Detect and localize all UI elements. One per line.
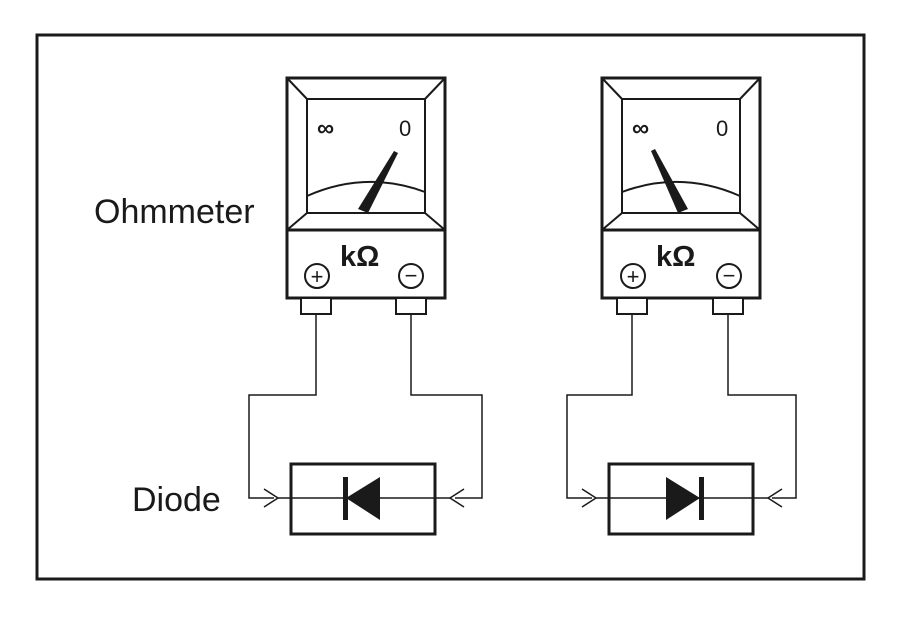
ohmmeter-right: ∞ 0 kΩ + −	[600, 76, 762, 315]
bezel-corner	[601, 212, 623, 231]
meter-needle	[651, 149, 688, 213]
diode-body	[607, 462, 755, 536]
scale-zero-label: 0	[399, 116, 411, 141]
terminal-negative-sign: −	[723, 263, 736, 288]
bezel-corner	[286, 212, 308, 231]
bezel-corner	[739, 212, 761, 231]
diode-cathode-bar	[343, 477, 348, 520]
scale-infinity-label: ∞	[632, 115, 649, 142]
meter-face-outer	[600, 76, 762, 232]
lead-connector-negative	[395, 297, 427, 315]
meter-scale-arc	[621, 180, 741, 197]
ohmmeter-label: Ohmmeter	[94, 193, 255, 231]
lead-connector-negative	[712, 297, 744, 315]
meter-body	[600, 76, 762, 300]
bezel-corner	[601, 77, 623, 100]
outer-frame	[35, 33, 866, 581]
unit-label: kΩ	[656, 241, 695, 273]
diode-triangle	[346, 477, 380, 520]
meter-face-inner	[306, 98, 426, 214]
scale-infinity-label: ∞	[317, 115, 334, 142]
ohmmeter-left: ∞ 0 kΩ + −	[285, 76, 447, 315]
terminal-negative	[716, 263, 742, 289]
wire-negative	[727, 314, 797, 499]
bezel-corner	[424, 212, 446, 231]
terminal-negative-sign: −	[405, 263, 418, 288]
diode-right	[596, 462, 768, 536]
wire-positive	[248, 314, 317, 499]
diode-left	[278, 462, 450, 536]
bezel-corner	[286, 77, 308, 100]
diode-label: Diode	[132, 481, 221, 519]
meter-face-outer	[285, 76, 447, 232]
diode-cathode-bar	[699, 477, 704, 520]
meter-scale-arc	[306, 181, 426, 197]
lead-connector-positive	[616, 297, 648, 315]
meter-face-inner	[621, 98, 741, 214]
lead-connector-positive	[300, 297, 332, 315]
terminal-positive-sign: +	[311, 264, 324, 289]
bezel-corner	[739, 77, 761, 100]
unit-label: kΩ	[340, 241, 379, 273]
terminal-positive	[304, 263, 330, 289]
bezel-corner	[424, 77, 446, 100]
terminal-positive-sign: +	[627, 264, 640, 289]
terminal-positive	[620, 263, 646, 289]
diode-triangle	[666, 477, 700, 520]
wire-negative	[410, 314, 483, 499]
terminal-negative	[398, 263, 424, 289]
meter-needle	[358, 151, 398, 213]
scale-zero-label: 0	[716, 116, 728, 141]
wire-positive	[566, 314, 633, 499]
